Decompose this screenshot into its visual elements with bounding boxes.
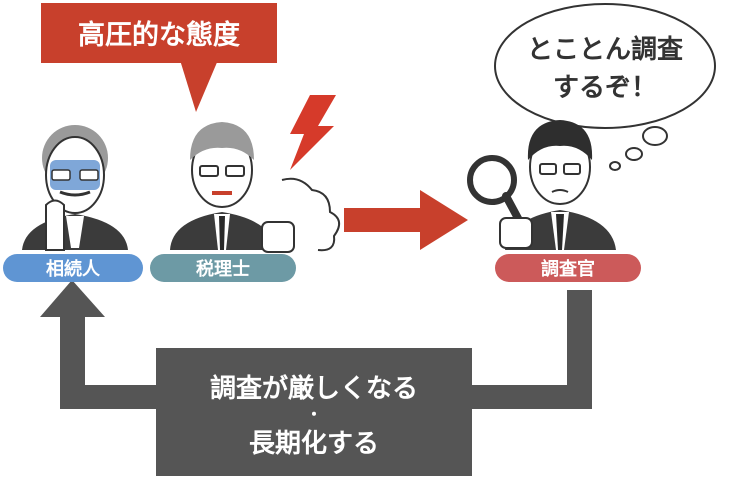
tax-accountant-figure <box>170 122 295 253</box>
result-box: 調査が厳しくなる ・ 長期化する <box>156 348 472 476</box>
heir-figure <box>22 125 128 251</box>
investigator-label-text: 調査官 <box>541 258 595 280</box>
impact-puff-icon <box>281 177 341 252</box>
tax-accountant-label-text: 税理士 <box>196 258 250 280</box>
magnifying-glass-icon <box>467 155 533 249</box>
result-line-2: 長期化する <box>249 429 379 459</box>
lightning-icon <box>290 95 336 170</box>
thought-line-2: するぞ！ <box>553 73 657 103</box>
tax-accountant-label: 税理士 <box>150 254 296 282</box>
attitude-callout-text: 高圧的な態度 <box>78 19 240 51</box>
attitude-callout: 高圧的な態度 <box>41 3 277 112</box>
thought-line-1: とことん調査 <box>527 34 683 65</box>
thought-bubble: とことん調査 するぞ！ <box>494 3 716 171</box>
result-line-1: 調査が厳しくなる <box>210 373 418 404</box>
pressure-arrow <box>344 190 468 250</box>
investigator-label: 調査官 <box>495 254 641 282</box>
heir-label: 相続人 <box>3 254 143 282</box>
heir-label-text: 相続人 <box>46 258 101 280</box>
result-dot: ・ <box>306 405 322 424</box>
